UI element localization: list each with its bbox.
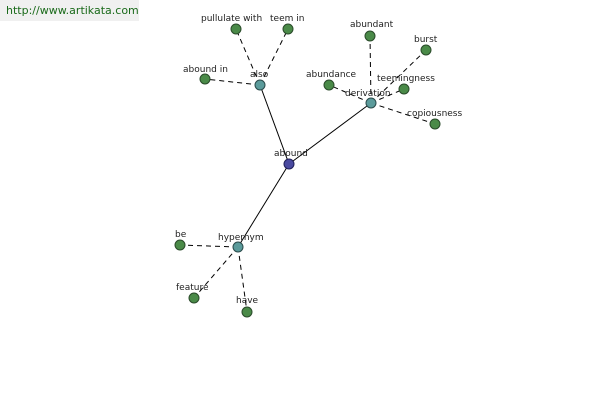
edge-derivation-abundance [328, 84, 372, 104]
node-abundance[interactable] [323, 79, 335, 91]
node-feature[interactable] [188, 292, 200, 304]
edge-abound-hypernym [237, 163, 290, 248]
node-copiousness[interactable] [429, 118, 441, 130]
label-pullulate-with: pullulate with [201, 14, 262, 24]
label-abundance: abundance [306, 70, 357, 80]
site-watermark[interactable]: http://www.artikata.com [0, 0, 139, 21]
node-burst[interactable] [420, 44, 432, 56]
label-also: also [250, 70, 269, 80]
label-abound: abound [274, 149, 308, 159]
label-derivation: derivation [345, 89, 391, 99]
node-be[interactable] [174, 239, 186, 251]
edge-hypernym-be [179, 244, 239, 248]
node-abound[interactable] [283, 158, 295, 170]
label-abound-in: abound in [183, 65, 228, 75]
label-have: have [236, 296, 259, 306]
node-pullulate-with[interactable] [230, 23, 242, 35]
node-derivation[interactable] [365, 97, 377, 109]
edge-hypernym-feature [193, 246, 239, 299]
label-teemingness: teemingness [377, 74, 435, 84]
edge-hypernym-have [237, 246, 248, 313]
edge-abound-also [259, 84, 290, 165]
edge-also-pullulate-with [235, 28, 261, 86]
edge-derivation-burst [370, 49, 427, 104]
node-abound-in[interactable] [199, 73, 211, 85]
edge-abound-derivation [288, 102, 372, 165]
label-teem-in: teem in [270, 14, 304, 24]
label-feature: feature [176, 283, 209, 293]
label-copiousness: copiousness [407, 109, 462, 119]
label-abundant: abundant [350, 20, 394, 30]
edge-also-abound-in [204, 78, 261, 86]
label-be: be [175, 230, 187, 240]
node-hypernym[interactable] [232, 241, 244, 253]
edge-derivation-copiousness [370, 102, 436, 125]
node-abundant[interactable] [364, 30, 376, 42]
edge-derivation-abundant [369, 35, 372, 104]
node-also[interactable] [254, 79, 266, 91]
edge-also-teem-in [259, 28, 289, 86]
label-burst: burst [414, 35, 438, 45]
node-have[interactable] [241, 306, 253, 318]
node-teemingness[interactable] [398, 83, 410, 95]
node-teem-in[interactable] [282, 23, 294, 35]
label-hypernym: hypernym [218, 233, 264, 243]
edge-derivation-teemingness [370, 88, 405, 104]
